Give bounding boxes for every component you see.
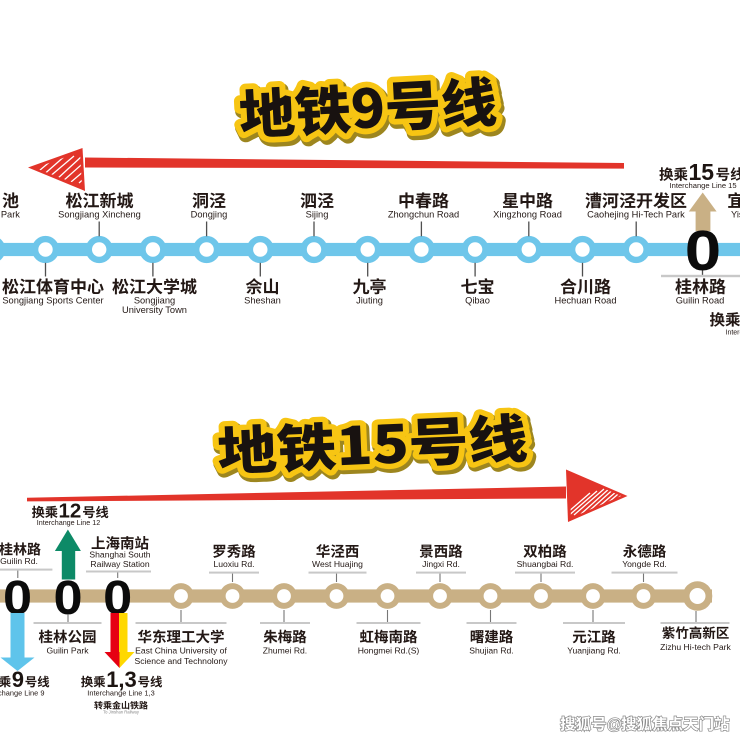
svg-text:Zuibaichi Park: Zuibaichi Park [0, 209, 20, 219]
svg-text:9: 9 [12, 667, 24, 692]
svg-text:Songjiang Xincheng: Songjiang Xincheng [58, 209, 141, 219]
svg-text:Jingxi Rd.: Jingxi Rd. [422, 559, 460, 569]
svg-text:Hechuan Road: Hechuan Road [554, 295, 616, 305]
svg-text:West Huajing: West Huajing [312, 559, 363, 569]
svg-text:1,3: 1,3 [106, 667, 137, 692]
svg-text:Guilin Road: Guilin Road [676, 295, 725, 305]
svg-text:Dongjing: Dongjing [191, 209, 228, 219]
svg-text:Interchange Line 15: Interchange Line 15 [670, 181, 737, 190]
svg-text:Caohejing Hi-Tech Park: Caohejing Hi-Tech Park [587, 209, 685, 219]
svg-text:Zhumei Rd.: Zhumei Rd. [263, 645, 307, 655]
svg-text:Interchange Line 1,3: Interchange Line 1,3 [87, 689, 154, 698]
svg-text:15: 15 [689, 159, 715, 185]
svg-text:12: 12 [59, 500, 82, 523]
svg-text:Shanghai South: Shanghai South [89, 550, 150, 560]
svg-text:Yongde Rd.: Yongde Rd. [622, 559, 667, 569]
svg-text:Interchange Line 3,4: Interchange Line 3,4 [726, 329, 740, 336]
svg-text:Zizhu Hi-tech Park: Zizhu Hi-tech Park [660, 642, 731, 652]
svg-text:Xingzhong Road: Xingzhong Road [493, 209, 562, 219]
svg-text:Hongmei Rd.(S): Hongmei Rd.(S) [358, 645, 420, 655]
svg-text:Interchange Line 9: Interchange Line 9 [0, 689, 44, 698]
svg-text:Railway Station: Railway Station [90, 559, 149, 569]
svg-text:Shuangbai Rd.: Shuangbai Rd. [517, 559, 574, 569]
svg-text:Interchange Line 12: Interchange Line 12 [37, 518, 101, 527]
svg-text:Sijing: Sijing [306, 209, 329, 219]
svg-text:Zhongchun Road: Zhongchun Road [388, 209, 459, 219]
svg-text:University Town: University Town [122, 305, 187, 315]
svg-text:Science and Technolony: Science and Technolony [134, 656, 228, 666]
svg-text:Guilin Park: Guilin Park [46, 645, 89, 655]
svg-text:Qibao: Qibao [465, 295, 490, 305]
svg-text:Songjiang: Songjiang [134, 295, 175, 305]
svg-text:East China University of: East China University of [135, 645, 227, 655]
svg-text:Sheshan: Sheshan [244, 295, 281, 305]
svg-text:Yishan Road: Yishan Road [731, 209, 740, 219]
svg-text:Luoxiu Rd.: Luoxiu Rd. [213, 559, 254, 569]
svg-text:Shujian Rd.: Shujian Rd. [469, 645, 513, 655]
svg-text:To Jinshan Railway: To Jinshan Railway [103, 710, 140, 715]
svg-text:Guilin Rd.: Guilin Rd. [0, 556, 38, 566]
svg-text:Jiuting: Jiuting [356, 295, 383, 305]
svg-text:@: @ [607, 717, 623, 734]
svg-text:Yuanjiang Rd.: Yuanjiang Rd. [567, 645, 621, 655]
svg-text:Songjiang Sports Center: Songjiang Sports Center [2, 295, 103, 305]
